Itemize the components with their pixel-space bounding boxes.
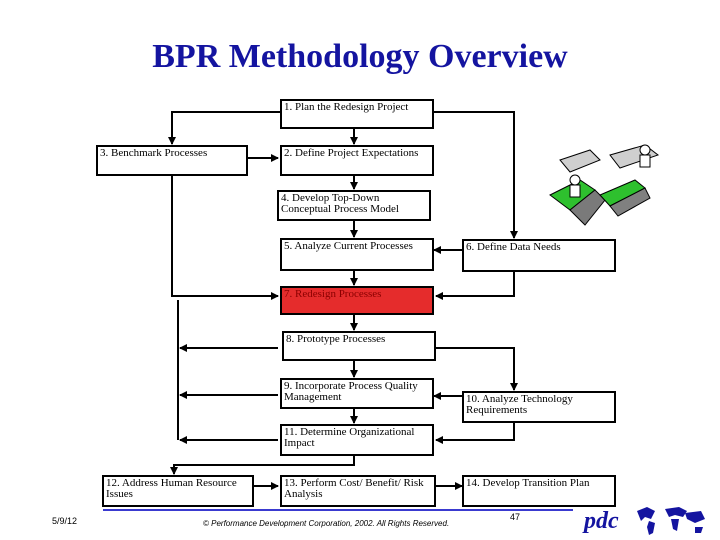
page-title: BPR Methodology Overview: [152, 38, 568, 75]
step-14-box: 14. Develop Transition Plan: [462, 475, 616, 507]
people-on-puzzle-icon: [549, 144, 660, 226]
step-13-box: 13. Perform Cost/ Benefit/ Risk Analysis: [280, 475, 436, 507]
page-number: 47: [510, 512, 521, 522]
world-map-icon: [637, 507, 705, 535]
step-8-box: 8. Prototype Processes: [282, 331, 436, 361]
step-2-box: 2. Define Project Expectations: [280, 145, 434, 176]
step-11-box: 11. Determine Organizational Impact: [280, 424, 434, 456]
arrow-10-to-11: [435, 422, 515, 444]
step-1-box: 1. Plan the Redesign Project: [280, 99, 434, 129]
footer-copyright: © Performance Development Corporation, 2…: [203, 519, 450, 528]
arrow-1-to-6: [432, 111, 518, 239]
arrow-1-to-3: [168, 111, 280, 145]
step-10-box: 10. Analyze Technology Requirements: [462, 391, 616, 423]
step-6-box: 6. Define Data Needs: [462, 239, 616, 272]
footer-rule: [103, 509, 573, 511]
step-7-box: 7. Redesign Processes: [280, 286, 434, 315]
arrow-11-to-12: [170, 455, 355, 475]
step-4-box: 4. Develop Top-Down Conceptual Process M…: [277, 190, 431, 221]
arrow-6-to-7: [435, 272, 515, 300]
pdc-logo: pdc: [584, 508, 619, 534]
step-12-box: 12. Address Human Resource Issues: [102, 475, 254, 507]
step-9-box: 9. Incorporate Process Quality Managemen…: [280, 378, 434, 409]
footer-date: 5/9/12: [52, 516, 78, 526]
arrow-8-to-10: [436, 347, 518, 391]
step-5-box: 5. Analyze Current Processes: [280, 238, 434, 271]
step-3-box: 3. Benchmark Processes: [96, 145, 248, 176]
arrow-3-to-7: [171, 175, 279, 300]
